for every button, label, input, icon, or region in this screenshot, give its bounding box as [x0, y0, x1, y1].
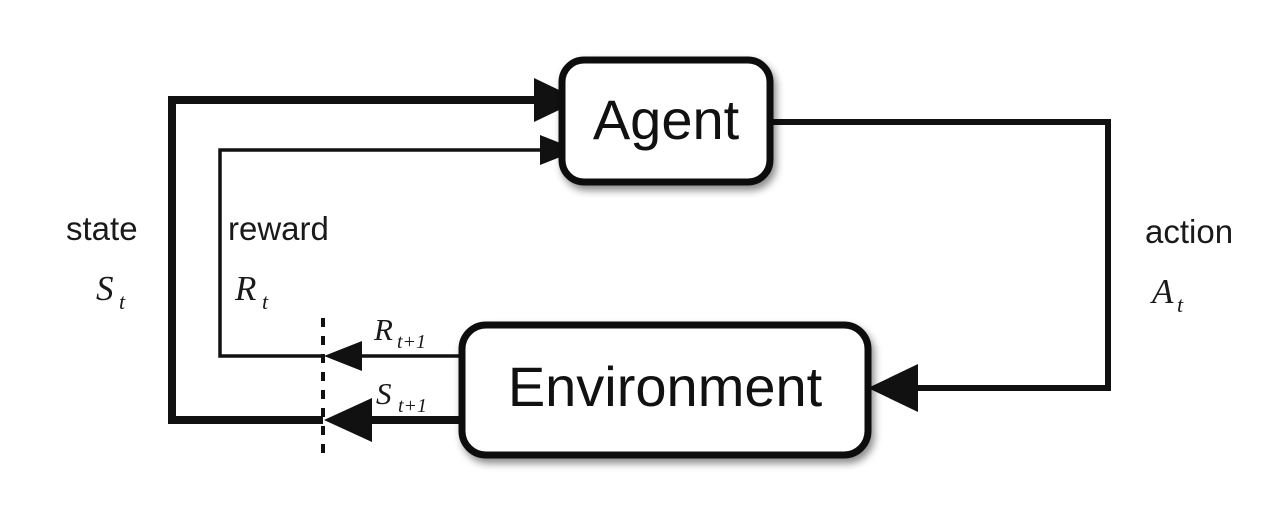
action-arrowhead — [868, 364, 918, 412]
state-symbol-label: S — [96, 269, 114, 308]
state-flow-line — [168, 96, 534, 424]
state-subscript-label: t — [119, 289, 126, 314]
environment-box[interactable] — [458, 321, 872, 459]
environment-node[interactable]: Environment — [458, 321, 872, 459]
next-reward-arrowhead — [324, 341, 362, 371]
next-reward-symbol-label: R — [373, 312, 393, 347]
next-state-arrowhead — [324, 398, 372, 442]
next-state-flow-arrow — [324, 398, 462, 442]
state-signal-label: state S t — [66, 210, 138, 314]
state-word-label: state — [66, 210, 138, 247]
reward-signal-label: reward R t — [228, 210, 329, 314]
action-signal-label: action A t — [1145, 213, 1233, 317]
action-flow-line — [770, 119, 1111, 391]
reward-subscript-label: t — [262, 289, 269, 314]
next-state-symbol-label: S — [376, 376, 392, 411]
reward-word-label: reward — [228, 210, 329, 247]
action-word-label: action — [1145, 213, 1233, 250]
state-flow-arrow — [168, 78, 580, 424]
reward-flow-line — [218, 148, 540, 358]
next-state-subscript-label: t+1 — [398, 395, 427, 417]
next-reward-subscript-label: t+1 — [397, 331, 426, 353]
reward-symbol-label: R — [234, 269, 256, 308]
next-state-signal-label: S t+1 — [376, 376, 427, 417]
agent-box[interactable] — [558, 56, 774, 186]
next-reward-flow-arrow — [324, 341, 462, 371]
environment-label: Environment — [508, 355, 823, 418]
agent-label: Agent — [593, 88, 740, 151]
agent-node[interactable]: Agent — [558, 56, 774, 186]
action-flow-arrow — [770, 119, 1111, 412]
action-symbol-label: A — [1150, 272, 1174, 311]
action-subscript-label: t — [1177, 292, 1184, 317]
state-arrowhead — [534, 78, 580, 122]
next-reward-signal-label: R t+1 — [373, 312, 426, 353]
